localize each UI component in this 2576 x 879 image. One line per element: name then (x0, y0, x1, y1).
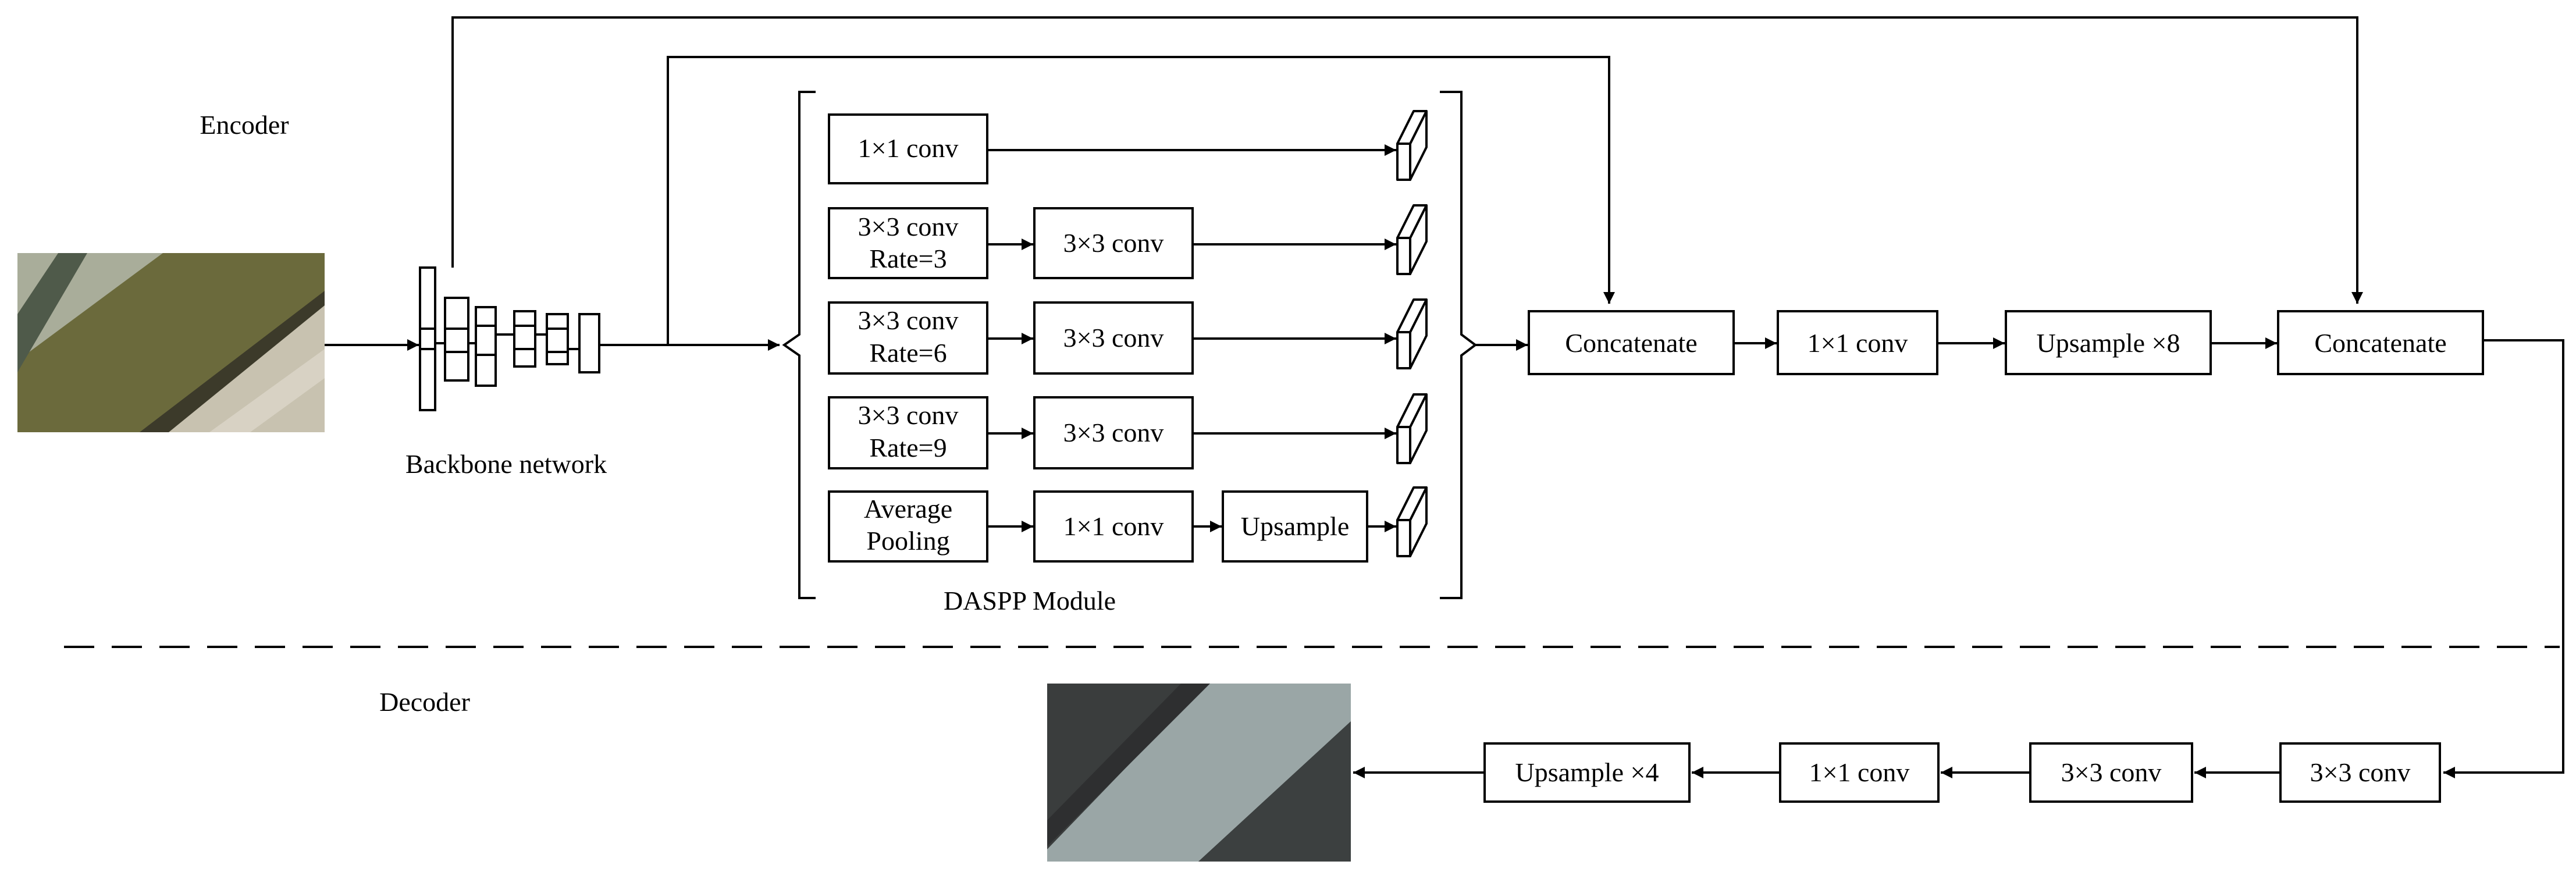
concatenate-2-label: Concatenate (2314, 328, 2446, 358)
conv3x3-decoder-b-box: 3×3 conv (2029, 742, 2193, 803)
feature-map-slab-3 (1396, 298, 1428, 369)
upsample-8-label: Upsample ×8 (2037, 328, 2180, 358)
conv3x3-decoder-a-label: 3×3 conv (2310, 757, 2411, 787)
output-image (1047, 684, 1351, 862)
branch5-pool-line2: Pooling (866, 526, 949, 556)
feature-map-slab-4 (1396, 393, 1428, 464)
branch3-rate-label: Rate=6 (869, 338, 947, 368)
conv3x3-decoder-a-box: 3×3 conv (2279, 742, 2441, 803)
concatenate-1-box: Concatenate (1528, 310, 1735, 375)
conv1x1-decoder-box: 1×1 conv (1779, 742, 1940, 803)
daspp-branch-2: 3×3 conv Rate=3 3×3 conv (828, 207, 1396, 279)
daspp-branch-1: 1×1 conv (828, 113, 1396, 184)
input-image (17, 253, 325, 432)
daspp-branch-3: 3×3 conv Rate=6 3×3 conv (828, 301, 1396, 375)
branch4-conv2-label: 3×3 conv (1063, 418, 1164, 447)
concatenate-1-label: Concatenate (1565, 328, 1697, 358)
upsample-4-label: Upsample ×4 (1515, 757, 1659, 787)
backbone-label: Backbone network (405, 449, 607, 479)
conv1x1-decoder-label: 1×1 conv (1809, 757, 1910, 787)
branch2-conv-label: 3×3 conv (858, 212, 959, 241)
upsample-4-box: Upsample ×4 (1483, 742, 1691, 803)
conv1x1-encoder-box: 1×1 conv (1777, 310, 1938, 375)
branch1-conv-label: 1×1 conv (858, 133, 959, 163)
daspp-branch-5: Average Pooling 1×1 conv Upsample (828, 490, 1396, 563)
branch2-conv2-label: 3×3 conv (1063, 228, 1164, 258)
branch5-upsample-label: Upsample (1241, 511, 1350, 541)
branch3-conv-label: 3×3 conv (858, 305, 959, 335)
branch5-pool-line1: Average (864, 494, 952, 524)
conv3x3-decoder-b-label: 3×3 conv (2061, 757, 2162, 787)
branch5-conv-label: 1×1 conv (1063, 511, 1164, 541)
feature-map-slab-5 (1396, 486, 1428, 557)
feature-slabs (1396, 110, 1428, 557)
branch2-rate-label: Rate=3 (869, 244, 947, 273)
concatenate-2-box: Concatenate (2277, 310, 2484, 375)
daspp-left-brace (782, 91, 816, 599)
conv1x1-encoder-label: 1×1 conv (1808, 328, 1908, 358)
decoder-label: Decoder (379, 687, 470, 717)
branch4-conv-label: 3×3 conv (858, 400, 959, 430)
daspp-label: DASPP Module (944, 586, 1116, 615)
daspp-branch-4: 3×3 conv Rate=9 3×3 conv (828, 396, 1396, 469)
feature-map-slab-2 (1396, 204, 1428, 275)
encoder-label: Encoder (200, 110, 289, 140)
branch4-rate-label: Rate=9 (869, 433, 947, 462)
feature-map-slab-1 (1396, 110, 1428, 181)
backbone-network (419, 266, 600, 411)
daspp-right-brace (1440, 91, 1478, 599)
branch3-conv2-label: 3×3 conv (1063, 323, 1164, 353)
upsample-8-box: Upsample ×8 (2005, 310, 2212, 375)
